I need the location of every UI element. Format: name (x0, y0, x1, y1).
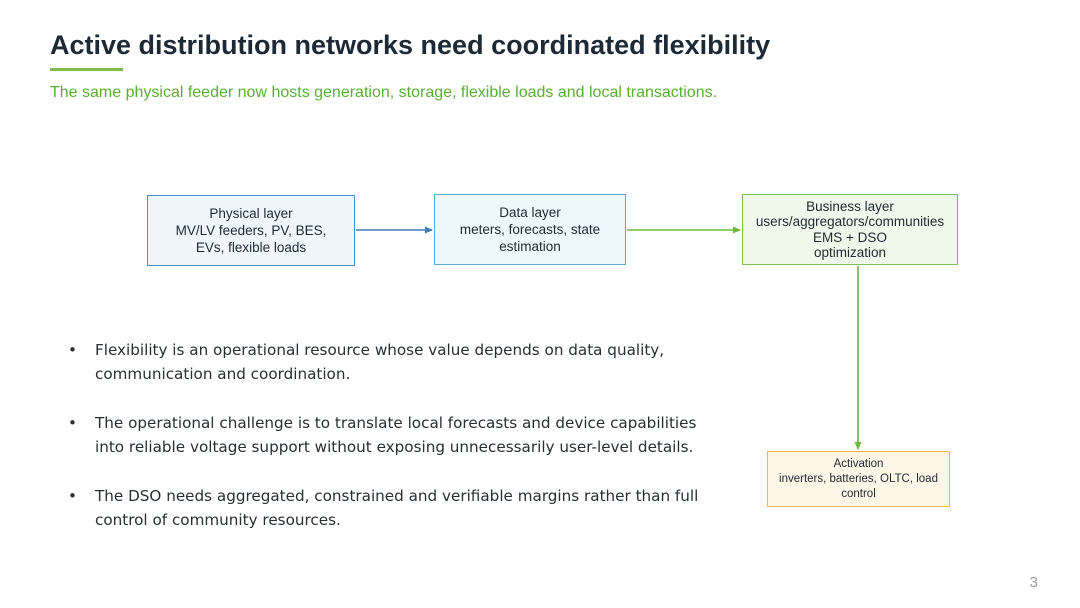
physical-layer-line: EVs, flexible loads (195, 240, 307, 255)
activation-line: control (841, 487, 876, 500)
data-layer-line: meters, forecasts, state (459, 222, 601, 237)
business-layer-title: Business layer (806, 198, 894, 214)
slide-title: Active distribution networks need coordi… (50, 30, 771, 60)
bullet-item: • The DSO needs aggregated, constrained … (68, 484, 758, 532)
bullet-text-line: into reliable voltage support without ex… (95, 438, 694, 456)
bullet-item: • The operational challenge is to transl… (68, 411, 758, 459)
bullet-marker: • (68, 341, 77, 359)
page-number: 3 (1029, 574, 1038, 591)
bullet-text-line: The operational challenge is to translat… (95, 414, 697, 432)
physical-layer-title: Physical layer (209, 206, 293, 221)
activation-box: Activation inverters, batteries, OLTC, l… (767, 451, 950, 507)
business-layer-line: EMS + DSO (813, 229, 887, 245)
bullet-text-line: communication and coordination. (95, 365, 351, 383)
business-layer-box: Business layer users/aggregators/communi… (742, 194, 958, 265)
data-layer-title: Data layer (499, 205, 561, 220)
activation-line: inverters, batteries, OLTC, load (779, 472, 938, 485)
data-layer-box: Data layer meters, forecasts, state esti… (434, 194, 626, 265)
bullet-text-line: Flexibility is an operational resource w… (95, 341, 665, 359)
slide-subtitle: The same physical feeder now hosts gener… (50, 84, 718, 101)
title-underline (50, 68, 123, 71)
bullet-list: • Flexibility is an operational resource… (68, 338, 758, 557)
bullet-text-line: control of community resources. (95, 511, 341, 529)
business-layer-line: optimization (813, 245, 887, 260)
bullet-marker: • (68, 414, 77, 432)
business-layer-line: users/aggregators/communities (755, 214, 945, 229)
data-layer-line: estimation (499, 239, 561, 254)
physical-layer-box: Physical layer MV/LV feeders, PV, BES, E… (147, 195, 355, 266)
activation-title: Activation (833, 457, 884, 470)
bullet-text-line: The DSO needs aggregated, constrained an… (95, 487, 699, 505)
bullet-marker: • (68, 487, 77, 505)
bullet-item: • Flexibility is an operational resource… (68, 338, 758, 386)
physical-layer-line: MV/LV feeders, PV, BES, (175, 223, 327, 238)
